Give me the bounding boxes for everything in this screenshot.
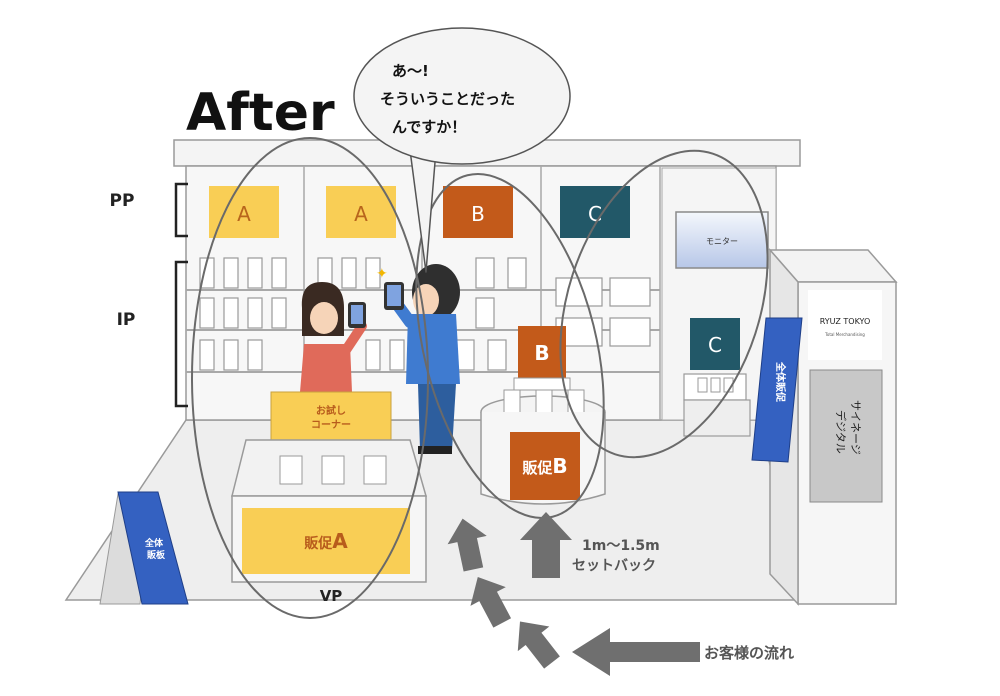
- setback-distance: 1m〜1.5m: [582, 538, 660, 554]
- setback-label: セットバック: [572, 558, 656, 574]
- round-table-product: [535, 389, 553, 415]
- flow-arrow-1: [517, 621, 560, 669]
- pp-panel-a-2-label: A: [354, 202, 368, 226]
- pp-panel-c: [560, 186, 630, 238]
- front-signboard-line2: 販板: [147, 549, 166, 561]
- display-b-sign-label: B: [534, 341, 549, 365]
- digital-signage-text-2: デジタル: [834, 410, 848, 454]
- display-c-sign-label: C: [708, 333, 722, 357]
- monitor-label: モニター: [706, 237, 738, 246]
- sparkle-icon: ✦: [376, 266, 388, 282]
- digital-signage-panel: [809, 369, 883, 503]
- round-table-product: [503, 389, 521, 415]
- zone-ellipse-b: [415, 172, 605, 520]
- speech-bubble-joint: [412, 146, 434, 160]
- promo-b-label: 販促B: [522, 454, 567, 478]
- pp-panel-b-label: B: [471, 202, 485, 226]
- zone-ellipse-c: [559, 149, 769, 459]
- after-title: After: [186, 83, 335, 143]
- front-signboard: [117, 491, 189, 605]
- side-banner: [751, 317, 803, 463]
- promo-a-panel: [242, 508, 410, 574]
- digital-signage-text-1: サイネージ: [849, 400, 862, 455]
- ip-products: [199, 257, 651, 371]
- flow-arrow-3: [447, 518, 487, 572]
- pp-panel-c-label: C: [588, 202, 602, 226]
- display-b-stand: [513, 377, 571, 391]
- round-table-product: [567, 389, 585, 415]
- pp-panel-a-1-label: A: [237, 202, 251, 226]
- flow-arrow-2: [470, 577, 512, 628]
- speech-line-1: あ〜!: [392, 62, 429, 80]
- trial-corner-line2: コーナー: [311, 419, 351, 431]
- ip-label: IP: [117, 310, 136, 330]
- speech-bubble: [353, 27, 571, 165]
- display-c-sign: [690, 318, 740, 370]
- vp-label: VP: [320, 587, 343, 605]
- brand-board: [808, 290, 882, 360]
- pp-bracket: [174, 182, 188, 238]
- trial-product: [363, 455, 387, 485]
- customer-flow-arrow-main: [572, 628, 700, 676]
- customer-flow-label: お客様の流れ: [704, 644, 794, 662]
- trial-product: [279, 455, 303, 485]
- display-b-sign: [518, 326, 566, 378]
- brand-tagline: Total Merchandising: [824, 332, 865, 337]
- display-c-product: [697, 377, 708, 393]
- flow-arrows: [447, 512, 700, 676]
- promo-b-panel: [510, 432, 580, 500]
- ip-bracket: [174, 260, 188, 408]
- brand-name: RYUZ TOKYO: [820, 317, 871, 326]
- pp-panel-b: [443, 186, 513, 238]
- monitor: [675, 211, 769, 269]
- display-c-product: [710, 377, 721, 393]
- promo-a-label: 販促A: [304, 529, 348, 553]
- front-signboard-line1: 全体: [144, 537, 164, 549]
- trial-corner-line1: お試し: [316, 404, 346, 417]
- trial-corner-sign: [270, 391, 392, 449]
- zone-ellipse-a: [191, 137, 429, 619]
- pp-panel-a-2: [326, 186, 396, 238]
- trial-product: [321, 455, 345, 485]
- setback-arrow: [520, 512, 572, 578]
- speech-line-2: そういうことだった: [380, 90, 515, 108]
- speech-line-3: んですか！: [392, 118, 466, 136]
- side-banner-text: 全体販促: [774, 361, 787, 403]
- woman-customer: [300, 282, 367, 392]
- pp-label: PP: [110, 191, 135, 211]
- pp-panel-a-1: [209, 186, 279, 238]
